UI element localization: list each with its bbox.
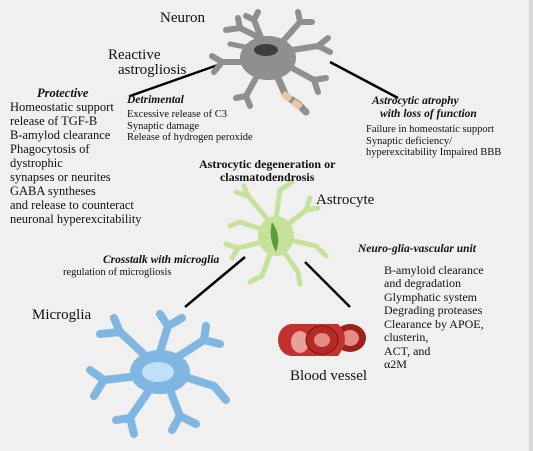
nvu-line: ACT, and (384, 343, 431, 358)
nvu-line: α2M (384, 356, 407, 371)
astrocyte-cell (223, 179, 329, 287)
blood-vessel-label: Blood vessel (290, 368, 368, 384)
nvu-line: clusterin, (384, 330, 429, 345)
line-neuron-atrophy (329, 60, 399, 100)
nvu-line: Degrading proteases (384, 303, 483, 318)
atrophy-block: Astrocytic atrophy with loss of function… (366, 95, 501, 159)
detrimental-line: Excessive release of C3 (127, 108, 228, 120)
protective-line: GABA syntheses (10, 184, 96, 198)
neuron-soma (240, 36, 296, 80)
protective-line: release of TGF-B (10, 114, 98, 128)
microglia-cell (86, 310, 230, 438)
reactive-astrogliosis-label: Reactive astrogliosis (108, 47, 187, 78)
microglia-nucleus (142, 362, 174, 382)
nvu-title: Neuro-glia-vascular unit (358, 243, 476, 255)
line-astrocyte-vessel (304, 261, 351, 308)
protective-line: Homeostatic support (10, 100, 114, 114)
atrophy-line: Failure in homeostatic support (366, 123, 495, 135)
atrophy-line: Synaptic deficiency/ (366, 135, 453, 147)
microglia-label: Microglia (32, 307, 92, 323)
protective-line: Phagocytosis of (10, 142, 90, 156)
protective-line: B-amylod clearance (10, 128, 111, 142)
atrophy-title-2: with loss of function (380, 107, 477, 120)
crosstalk-line: regulation of microgliosis (63, 266, 172, 278)
protective-line: neuronal hyperexcitability (10, 212, 142, 226)
nvu-line: and degradation (384, 276, 461, 291)
blood-vessel (278, 324, 366, 356)
protective-line: and release to counteract (10, 198, 134, 212)
protective-line: dystrophic (10, 156, 63, 170)
detrimental-line: Synaptic damage (127, 120, 200, 132)
crosstalk-title: Crosstalk with microglia (103, 254, 220, 266)
neuron-cell (209, 9, 333, 116)
degeneration-label: Astrocytic degeneration or clasmatodendr… (199, 157, 336, 185)
nvu-line: Clearance by APOE, (384, 316, 484, 331)
crosstalk-lines: regulation of microgliosis (63, 267, 219, 279)
protective-line: synapses or neurites (10, 170, 111, 184)
crosstalk-block: Crosstalk with microglia regulation of m… (63, 254, 219, 279)
astrocyte-nucleus (270, 222, 279, 252)
line-astrocyte-microglia (184, 256, 246, 308)
protective-title: Protective (37, 86, 89, 100)
astrocyte-label: Astrocyte (316, 192, 375, 208)
neuron-label: Neuron (160, 10, 205, 26)
detrimental-title: Detrimental (127, 94, 184, 106)
nvu-line: B-amyloid clearance (384, 262, 484, 277)
nvu-line: Glymphatic system (384, 289, 477, 304)
detrimental-line: Release of hydrogen peroxide (127, 132, 253, 144)
neuron-nucleus (254, 44, 278, 56)
atrophy-title-1: Astrocytic atrophy (372, 95, 459, 107)
nvu-block: Neuro-glia-vascular unit B-amyloid clear… (358, 243, 484, 371)
atrophy-line: hyperexcitability Impaired BBB (366, 147, 502, 159)
